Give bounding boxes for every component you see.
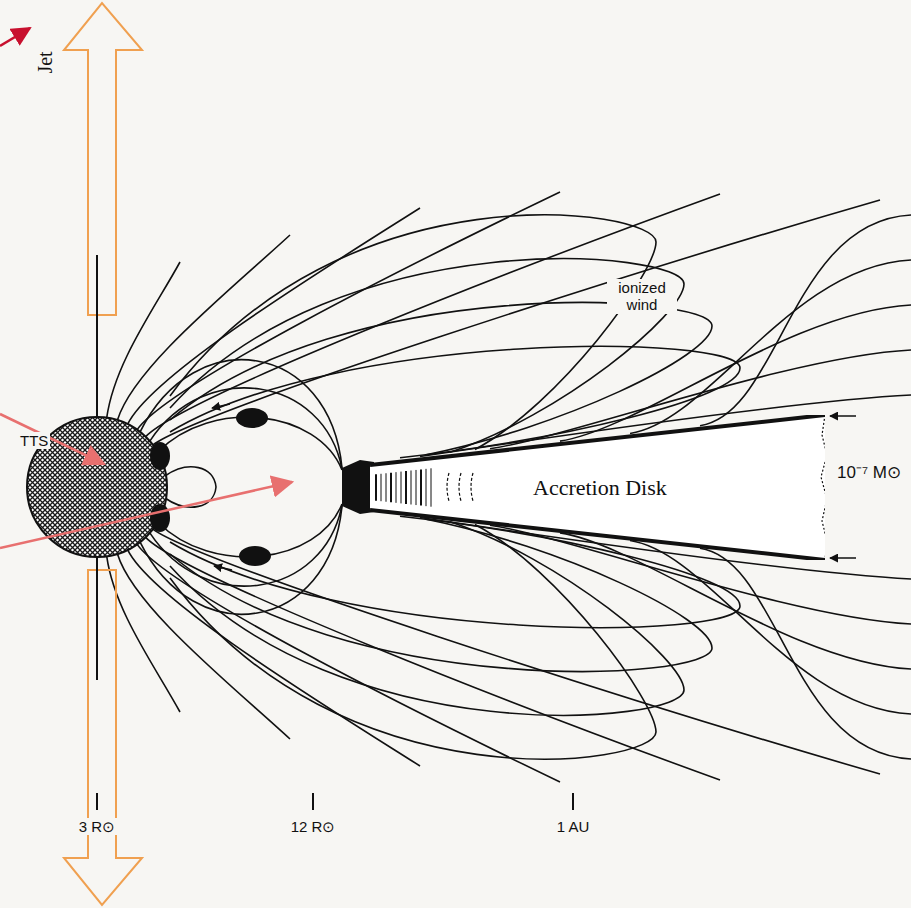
flow-arrow [212, 404, 230, 408]
disk-inner-edge [342, 460, 374, 514]
hot-spot [150, 504, 170, 532]
scale-tick [572, 793, 574, 810]
scale-label: 1 AU [555, 818, 592, 835]
pointer-arrow [0, 28, 30, 46]
hot-spot [150, 442, 170, 470]
accretion-disk: Accretion Disk [370, 415, 825, 560]
disk-label: Accretion Disk [530, 475, 670, 501]
star-label: TTS [18, 432, 50, 449]
jet-label: Jet [34, 49, 57, 75]
pointer-arrow [0, 482, 292, 548]
scale-label: 3 R⊙ [77, 818, 117, 835]
flow-arrow [214, 566, 232, 570]
mass-label: 10⁻⁷ M⊙ [835, 463, 903, 483]
accretion-blob [236, 408, 268, 428]
scale-tick [312, 793, 314, 810]
jet-arrow [64, 3, 142, 315]
wind-label: ionized wind [607, 279, 677, 314]
scale-tick [96, 793, 98, 810]
jet-arrow [64, 570, 142, 905]
mass-arrow [830, 415, 856, 417]
mass-arrow [830, 557, 856, 559]
pointer-arrow [0, 414, 104, 464]
scale-label: 12 R⊙ [289, 818, 338, 835]
accretion-blob [239, 546, 271, 566]
